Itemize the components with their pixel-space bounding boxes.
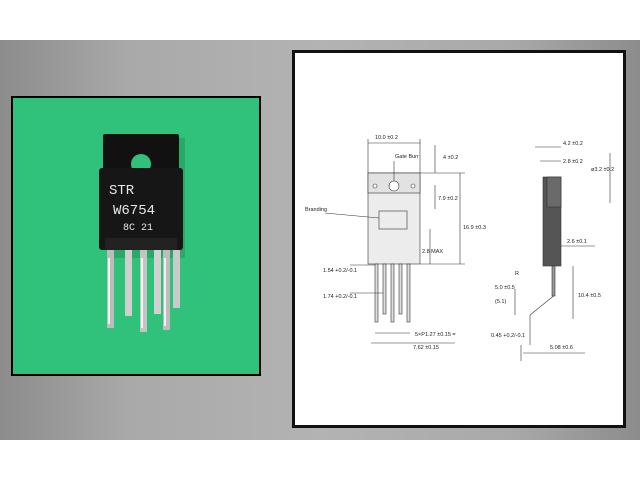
marking-line2: W6754	[113, 203, 155, 219]
label-r: R	[515, 271, 519, 277]
component-photo: STR W6754 8C 21	[99, 134, 185, 332]
chip-base	[105, 238, 177, 250]
front-view-pin-mark	[372, 183, 378, 189]
label-lead-width-a: 1.54 +0.2/-0.1	[323, 268, 357, 274]
side-view-tab	[546, 176, 562, 208]
chip-leads	[107, 250, 180, 332]
label-lead-width-b: 1.74 +0.2/-0.1	[323, 294, 357, 300]
label-tab: 2.8 ±0.2	[563, 159, 583, 165]
label-body-height: 16.9 ±0.3	[463, 225, 486, 231]
marking-line3: 8C 21	[123, 223, 153, 234]
front-view-hole	[388, 180, 400, 192]
label-hole-height: 7.9 ±0.2	[438, 196, 458, 202]
label-branding: Branding	[305, 207, 327, 213]
label-gate-burr: Gate Burr	[395, 154, 419, 160]
side-view-lead	[551, 265, 556, 297]
dimension-drawing: 10.0 ±0.2 4 ±0.2 Gate Burr 7.9 ±0.2 16.9…	[305, 135, 614, 361]
label-span: 7.62 ±0.15	[413, 345, 439, 351]
component-photo-panel: STR W6754 8C 21	[11, 96, 261, 376]
label-top: 4 ±0.2	[443, 155, 458, 161]
lead-4	[154, 250, 161, 314]
label-lead-length: 10.4 ±0.5	[578, 293, 601, 299]
chip-body	[99, 168, 183, 250]
lead-6	[173, 250, 180, 308]
label-lead-offset: 2.6 ±0.1	[567, 239, 587, 245]
dimension-drawing-panel: 10.0 ±0.2 4 ±0.2 Gate Burr 7.9 ±0.2 16.9…	[292, 50, 626, 428]
lead-2	[125, 250, 132, 316]
lead-3	[140, 250, 147, 332]
label-bend: 5.0 ±0.5	[495, 285, 515, 291]
label-pitch: 5×P1.27 ±0.15 =	[415, 332, 456, 338]
label-hole-dia: ø3.2 ±0.2	[591, 167, 614, 173]
leader-branding	[324, 212, 380, 219]
lead-highlight	[108, 258, 110, 324]
lead-5	[163, 250, 170, 330]
front-view-pin-mark	[410, 183, 416, 189]
marking-line1: STR	[109, 183, 135, 199]
label-lead-thickness: 0.45 +0.2/-0.1	[491, 333, 525, 339]
label-bottom: 5.08 ±0.6	[550, 345, 573, 351]
label-thickness: 4.2 ±0.2	[563, 141, 583, 147]
lead-highlight	[141, 258, 143, 328]
label-bend-angle: (5.1)	[495, 299, 506, 305]
label-width: 10.0 ±0.2	[375, 135, 398, 141]
lead-1	[107, 250, 114, 328]
label-max: 2.8 MAX	[422, 249, 443, 255]
front-view-branding-area	[378, 210, 408, 230]
lead-highlight	[164, 258, 166, 326]
side-view-lead-bend	[529, 295, 554, 345]
